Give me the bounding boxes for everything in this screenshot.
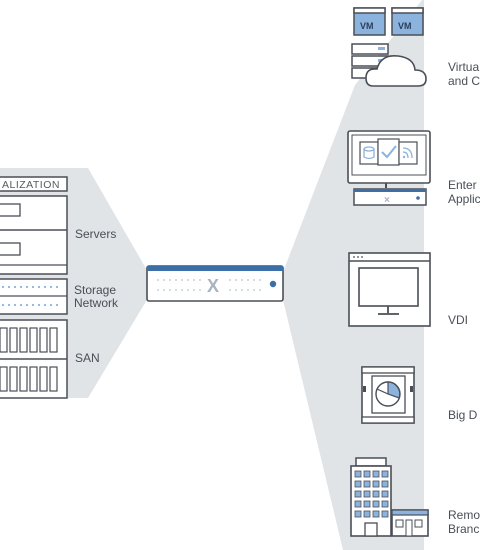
appliance-logo: X [207,276,219,296]
right-label-5-line1: Remo [448,508,480,522]
enterprise-apps-monitor-icon: × [347,130,431,206]
vm-badge-2: VM [398,21,412,31]
right-label-4: Big D [448,408,478,422]
right-label-1-line1: Virtua [448,60,480,74]
right-label-2-line2: Applic [448,192,480,206]
servers-label: Servers [75,227,117,241]
san-rack-icon [0,319,68,399]
right-label-5-line2: Branc [448,522,480,536]
big-data-icon [361,366,415,424]
storage-label-line1: Storage [74,283,117,297]
right-label-3: VDI [448,313,469,327]
svg-text:×: × [384,195,390,206]
storage-network-rack-icon [0,278,68,315]
vm-badge-1: VM [360,21,374,31]
storage-label-line2: Network [74,296,119,310]
san-label: SAN [75,351,100,365]
virtualization-banner: ALIZATION [0,176,68,192]
right-label-1-line2: and C [448,74,480,88]
vm-cloud-icon: VM VM [351,7,427,87]
right-label-2-line1: Enter [448,178,477,192]
virtualization-banner-text: ALIZATION [2,179,60,191]
remote-branch-buildings-icon [350,457,429,537]
vdi-monitor-icon [348,252,431,327]
central-appliance-icon: X [146,265,284,302]
servers-rack-icon [0,195,68,275]
